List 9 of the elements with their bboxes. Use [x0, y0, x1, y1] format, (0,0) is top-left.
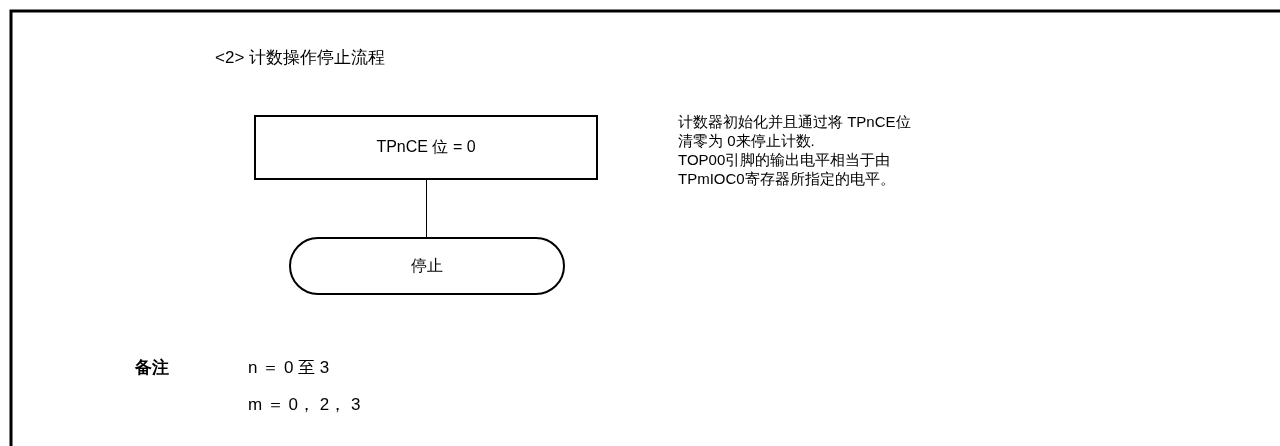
description-text: 计数器初始化并且通过将 TPnCE位清零为 0来停止计数. [678, 112, 912, 150]
description-text: TOP00引脚的输出电平相当于由 TPmIOC0寄存器所指定的电平。 [678, 150, 896, 188]
note-text: n ＝ 0 至 3 [248, 357, 330, 379]
terminal-box: 停止 [289, 237, 565, 295]
process-box: TPnCE 位 = 0 [254, 115, 598, 180]
flow-title: <2> 计数操作停止流程 [215, 47, 386, 69]
connector-line [426, 179, 427, 238]
note-heading: 备注 [135, 357, 169, 379]
note-text: m ＝ 0， 2， 3 [248, 394, 361, 416]
